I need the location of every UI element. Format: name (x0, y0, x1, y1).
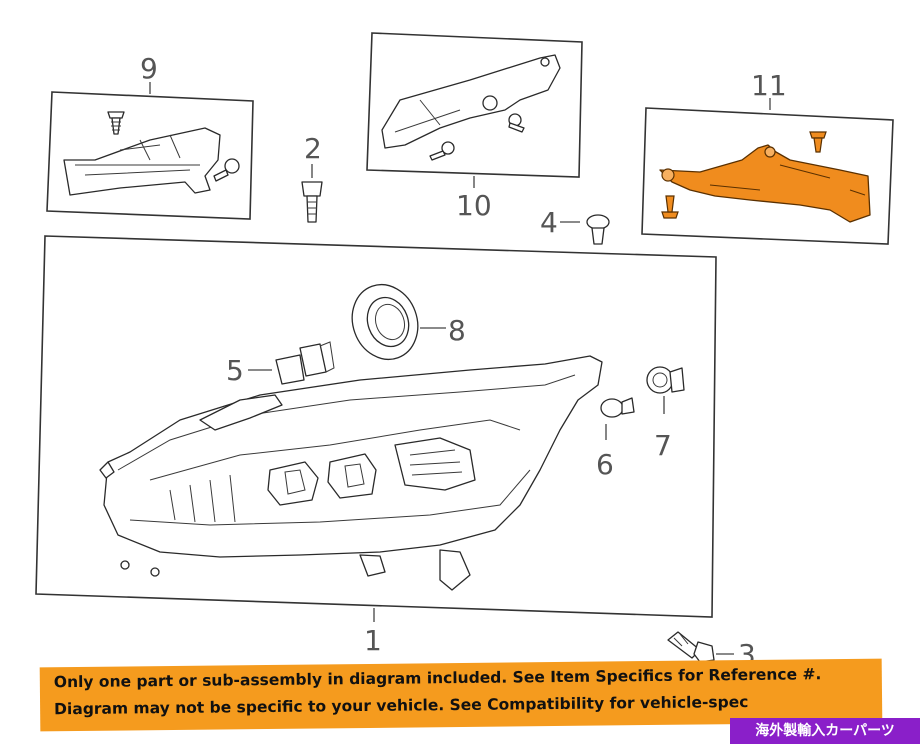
callout-11: 11 (751, 69, 787, 102)
callout-5: 5 (226, 354, 244, 387)
callout-8: 8 (448, 314, 466, 347)
callout-1: 1 (364, 624, 382, 657)
part-5-bulb: 5 (226, 341, 335, 387)
part-2-bolt: 2 (301, 132, 323, 223)
part-9-bracket (63, 127, 221, 196)
callout-9: 9 (140, 52, 158, 85)
import-parts-tag: 海外製輸入カーパーツ (730, 718, 920, 744)
part-11-frame (641, 107, 894, 245)
part-6-socket: 6 (596, 397, 635, 481)
part-9-frame (46, 91, 254, 220)
part-4-clip: 4 (540, 206, 610, 245)
part-10-frame (366, 32, 583, 178)
part-10-bracket (381, 54, 561, 149)
part-11-bracket-group: 11 (641, 69, 894, 245)
callout-10: 10 (456, 189, 492, 222)
screw-icon (429, 141, 455, 161)
screw-icon (661, 195, 679, 219)
disclaimer-line-2: Diagram may not be specific to your vehi… (54, 692, 749, 719)
screw-icon (809, 131, 827, 153)
part-1-frame (35, 235, 717, 618)
part-11-bracket-highlight (659, 144, 871, 223)
part-9-bracket-group: 9 (46, 52, 254, 220)
screw-icon (213, 158, 240, 182)
part-1-headlamp-group: 1 (35, 235, 717, 657)
screw-icon (107, 111, 125, 135)
part-10-bracket-group: 10 (366, 32, 583, 222)
callout-4: 4 (540, 206, 558, 239)
callout-2: 2 (304, 132, 322, 165)
part-8-seal: 8 (351, 284, 466, 360)
screw-icon (508, 113, 525, 133)
callout-6: 6 (596, 448, 614, 481)
disclaimer-line-1: Only one part or sub-assembly in diagram… (53, 665, 822, 692)
part-7-socket: 7 (646, 366, 685, 462)
callout-7: 7 (654, 429, 672, 462)
